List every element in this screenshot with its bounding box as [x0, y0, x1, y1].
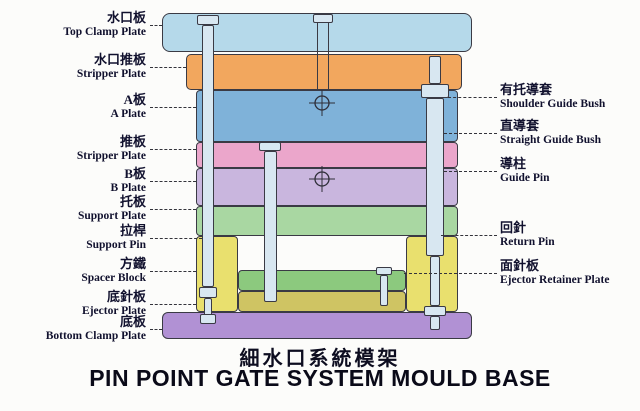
guide-pin-shaft: [264, 151, 277, 302]
leader-line: [150, 209, 196, 210]
label-return-pin: 回針 Return Pin: [500, 220, 638, 248]
support-pin-foot: [199, 287, 217, 298]
leader-line: [444, 133, 497, 134]
guide-pin-shoulder: [259, 142, 281, 151]
label-b-plate: B板 B Plate: [0, 166, 148, 194]
label-ejector-plate: 底針板 Ejector Plate: [0, 289, 148, 317]
guide-bush-lower-rod: [430, 256, 440, 306]
leader-line: [150, 25, 162, 26]
title-english: PIN POINT GATE SYSTEM MOULD BASE: [89, 365, 551, 391]
guide-bush-top-rod: [429, 56, 441, 84]
sprue-hole: [317, 23, 329, 89]
sprue-bush-head: [313, 14, 333, 23]
label-en: Stripper Plate: [76, 67, 146, 80]
guide-bush-bolt-tip: [430, 316, 440, 330]
leader-line: [150, 149, 196, 150]
label-en: Ejector Retainer Plate: [500, 273, 610, 286]
label-cn: 水口板: [106, 10, 146, 25]
label-en: Support Plate: [77, 209, 146, 222]
label-en: Stripper Plate: [76, 149, 146, 162]
leader-line: [150, 329, 162, 330]
guide-bush-bolt-head: [424, 306, 446, 316]
label-guide-pin: 導柱 Guide Pin: [500, 156, 638, 184]
ejector-plate: [238, 291, 406, 312]
return-pin-head: [376, 267, 392, 275]
label-stripper-plate-pink: 推板 Stripper Plate: [0, 134, 148, 162]
label-stripper-plate-top: 水口推板 Stripper Plate: [0, 52, 148, 80]
return-pin-shaft: [380, 275, 388, 306]
label-en: Shoulder Guide Bush: [500, 97, 606, 110]
label-cn: 有托導套: [500, 82, 553, 97]
label-top-clamp-plate: 水口板 Top Clamp Plate: [0, 10, 148, 38]
label-cn: 導柱: [500, 156, 527, 171]
support-pin-shaft: [202, 25, 214, 287]
label-cn: 水口推板: [93, 52, 146, 67]
label-a-plate: A板 A Plate: [0, 92, 148, 120]
label-ejector-retainer-plate: 面針板 Ejector Retainer Plate: [500, 258, 638, 286]
leader-line: [444, 171, 497, 172]
label-cn: 底針板: [106, 289, 146, 304]
label-en: Spacer Block: [81, 271, 146, 284]
label-straight-guide-bush: 直導套 Straight Guide Bush: [500, 118, 638, 146]
label-support-plate: 托板 Support Plate: [0, 194, 148, 222]
label-en: B Plate: [110, 181, 146, 194]
stripper-plate-pink: [196, 142, 458, 168]
label-cn: B板: [124, 166, 146, 181]
label-spacer-block: 方鐵 Spacer Block: [0, 256, 148, 284]
b-plate: [196, 168, 458, 206]
label-cn: 方鐵: [119, 256, 146, 271]
label-en: Guide Pin: [500, 171, 550, 184]
title-chinese: 細水口系統模架: [239, 348, 401, 370]
center-mark-icon: [308, 89, 336, 122]
label-cn: 拉桿: [119, 223, 146, 238]
label-en: Top Clamp Plate: [63, 25, 146, 38]
label-support-pin: 拉桿 Support Pin: [0, 223, 148, 251]
leader-line: [150, 238, 202, 239]
leader-line: [150, 107, 196, 108]
label-cn: 托板: [119, 194, 146, 209]
support-plate: [196, 206, 458, 236]
label-en: Support Pin: [86, 238, 146, 251]
label-cn: A板: [123, 92, 146, 107]
leader-line: [150, 271, 196, 272]
support-pin-bolt-head: [200, 314, 216, 324]
ejector-retainer-plate: [238, 270, 406, 291]
label-cn: 推板: [119, 134, 146, 149]
label-en: A Plate: [110, 107, 146, 120]
label-en: Straight Guide Bush: [500, 133, 601, 146]
stripper-plate-top: [186, 54, 462, 90]
center-mark-icon: [308, 165, 336, 198]
straight-guide-bush-shaft: [426, 98, 444, 256]
leader-line: [150, 181, 196, 182]
leader-line: [150, 67, 186, 68]
leader-line: [441, 235, 497, 236]
leader-line: [150, 304, 196, 305]
label-cn: 面針板: [500, 258, 540, 273]
label-en: Return Pin: [500, 235, 555, 248]
label-bottom-clamp-plate: 底板 Bottom Clamp Plate: [0, 314, 148, 342]
label-cn: 回針: [500, 220, 527, 235]
label-en: Bottom Clamp Plate: [45, 329, 146, 342]
label-cn: 直導套: [500, 118, 540, 133]
support-pin-head: [197, 15, 219, 25]
label-en: Ejector Plate: [82, 304, 146, 317]
leader-line: [404, 273, 497, 274]
shoulder-guide-bush-flange: [421, 84, 449, 98]
label-cn: 底板: [119, 314, 146, 329]
leader-line: [448, 97, 497, 98]
label-shoulder-guide-bush: 有托導套 Shoulder Guide Bush: [500, 82, 638, 110]
